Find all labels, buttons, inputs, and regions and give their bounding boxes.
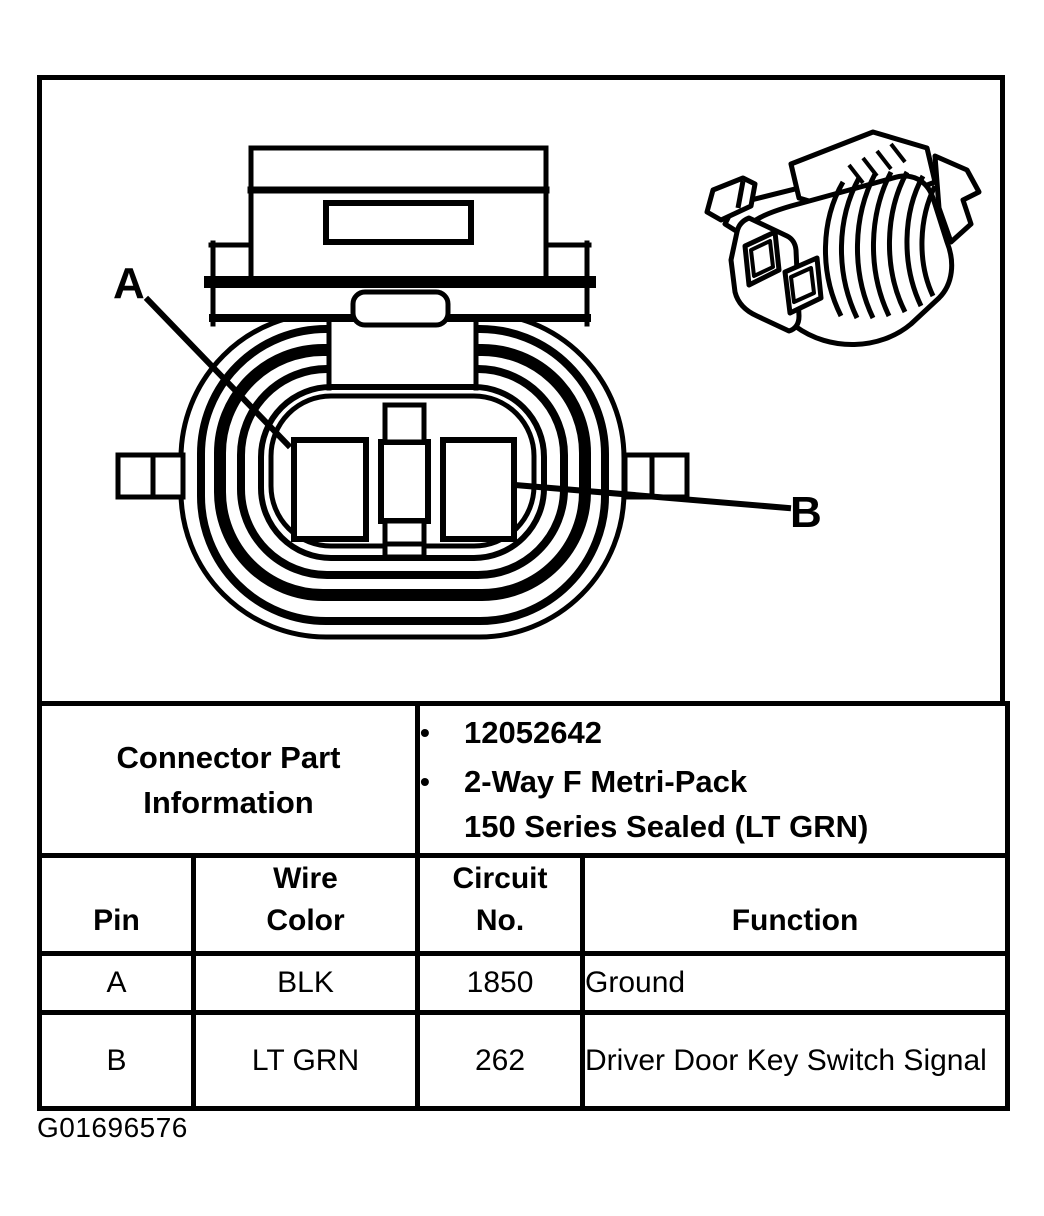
side-wings [115, 452, 690, 500]
info-header-cell: Connector Part Information [36, 701, 421, 858]
label-a: A [113, 259, 145, 308]
connector-part-number: 12052642 [464, 715, 602, 750]
column-header-pin: Pin [37, 853, 196, 956]
lock-window [323, 200, 474, 245]
lock-tab [247, 145, 550, 285]
info-bullets-cell: • 12052642 • 2-Way F Metri-Pack 150 Seri… [415, 701, 1011, 858]
label-b: B [790, 488, 822, 537]
iso-latch [932, 153, 982, 245]
iso-seal-ribs [822, 170, 938, 320]
bullet-item: • 12052642 [420, 710, 1003, 755]
info-row: Connector Part Information • 12052642 • … [36, 701, 1011, 858]
table-row-a: A BLK 1850 Ground [37, 951, 1011, 1015]
table-row-b: B LT GRN 262 Driver Door Key Switch Sign… [37, 1010, 1011, 1111]
connector-figure-svg: A B [113, 129, 982, 640]
cell-pin: B [37, 1010, 196, 1111]
cell-pin: A [37, 951, 196, 1015]
cell-circuit-no: 1850 [415, 951, 586, 1015]
bullet-dot: • [420, 766, 430, 797]
connector-series-description: 2-Way F Metri-Pack 150 Series Sealed (LT… [464, 764, 869, 844]
header-row: Pin Wire Color Circuit No. Function [37, 853, 1011, 956]
iso-cavity-2 [782, 255, 824, 316]
iso-view [704, 129, 982, 347]
front-view [115, 145, 792, 640]
iso-cavity-1 [742, 229, 782, 288]
column-header-circuit-no: Circuit No. [415, 853, 586, 956]
center-rib [378, 402, 431, 560]
cell-circuit-no: 262 [415, 1010, 586, 1111]
cell-wire-color: BLK [190, 951, 421, 1015]
bullet-dot: • [420, 717, 430, 748]
parts-table: Connector Part Information • 12052642 • … [36, 701, 1011, 1111]
column-header-wire-color: Wire Color [190, 853, 421, 956]
cell-function: Ground [580, 951, 1011, 1015]
leader-line-a [143, 295, 293, 450]
connector-figure: A B [37, 75, 1005, 706]
keyway-channel [326, 317, 479, 391]
figure-id: G01696576 [37, 1112, 188, 1143]
cell-function: Driver Door Key Switch Signal [580, 1010, 1011, 1111]
column-header-function: Function [580, 853, 1011, 956]
cell-wire-color: LT GRN [190, 1010, 421, 1111]
leader-line-b [511, 481, 792, 512]
bullet-item: • 2-Way F Metri-Pack 150 Series Sealed (… [420, 759, 1003, 849]
pin-a-cavity [291, 437, 369, 542]
pin-b-cavity [440, 437, 517, 542]
index-bump [350, 289, 451, 328]
